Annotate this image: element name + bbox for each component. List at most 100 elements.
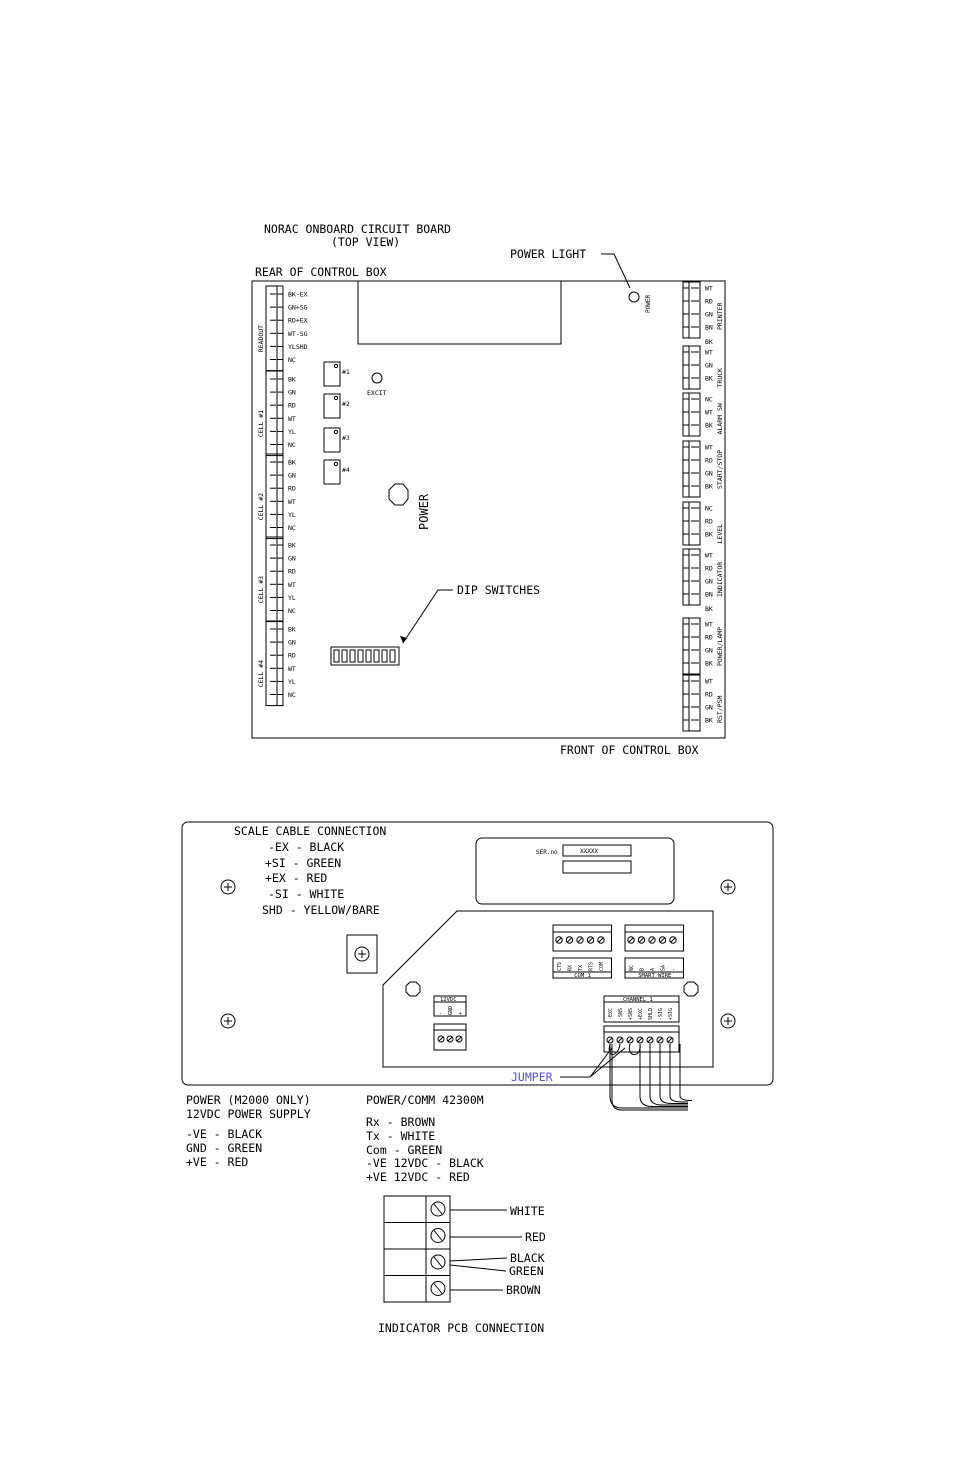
left-pin-label: WT [288,581,296,589]
terminal-pin-label: RTS [589,962,595,971]
terminal-screw-slot [657,1037,663,1043]
power-led [628,291,640,303]
power-light-label: POWER LIGHT [510,247,586,261]
right-pin-label: GN [705,311,713,319]
left-pin-label: RD [288,485,296,493]
terminal-pin-label: COM [599,962,605,971]
terminal-screw-slot [588,937,593,943]
right-pin-label: BK [705,422,713,430]
terminal-screw-slot [628,937,634,943]
left-connector-body [265,370,284,457]
power-light-leader [601,253,631,289]
channel-pin-label: +EXC [638,1008,644,1020]
terminal-screw [446,1035,454,1043]
left-pin-label: WT [288,498,296,506]
channel-pin-label: -EXC [608,1008,614,1020]
left-pin-label: YL [288,678,296,686]
channel-pin-label: +SIG [668,1008,674,1020]
left-connector-name: CELL #3 [257,576,265,603]
right-pin-label: WT [705,409,713,417]
terminal-screw-slot [627,1037,633,1043]
right-connector-body [682,617,701,675]
terminal-pin-label: B [640,968,646,971]
terminal-screw-slot [556,937,562,943]
right-pin-label: GN [705,704,713,712]
terminal-screw [637,936,646,944]
left-pin-label: RD+EX [288,317,308,325]
front-label: FRONT OF CONTROL BOX [560,743,699,757]
left-connector-body [265,536,284,623]
left-pin-label: YL [288,428,296,436]
right-connector-name: POWER/LAMP [716,627,724,666]
right-connector-name: TRUCK [716,368,724,388]
terminal-screw [597,936,605,944]
supply-terminal-body [433,1023,467,1051]
scale-line-1: -EX - BLACK [268,840,344,854]
right-pin-label: WT [705,349,713,357]
cable-wire [639,1044,688,1107]
terminal-screw [555,936,563,944]
right-pin-label: RD [705,565,713,573]
left-pin-label: RD [288,402,296,410]
channel-label-box [603,995,680,1023]
right-pin-label: GN [705,362,713,370]
screw-icon [220,1013,236,1029]
left-connector-body [265,285,284,372]
power-left-1: POWER (M2000 ONLY) [186,1093,311,1107]
right-pin-label: WT [705,621,713,629]
supply-pin-label: GND [448,1006,454,1015]
wire-brown: BROWN [506,1283,541,1297]
serial-box [562,844,632,857]
channel-pin-label: SHLD [648,1008,654,1020]
terminal-screw-slot [647,1037,653,1043]
board-chip-area [357,280,562,345]
dip-switches-label: DIP SWITCHES [457,583,540,597]
serial-label: SER.no [536,849,558,856]
left-pin-label: WT [288,665,296,673]
right-pin-label: BK [705,483,713,491]
terminal-screw [656,1036,664,1044]
ground-screw-icon [354,946,370,962]
serial-value: XXXXX [580,848,598,855]
terminal-screw [576,936,584,944]
terminal-screw [586,936,595,944]
right-connector-name: ALARM SW [716,403,724,434]
power-right-1: POWER/COMM 42300M [366,1093,484,1107]
left-pin-label: BK-EX [288,291,308,299]
power-led-label: POWER [645,295,652,313]
wire-green: GREEN [509,1264,544,1278]
chip-pin1-marker [333,363,339,369]
right-connector-name: RST/PSM [716,696,724,723]
indicator-screw-slot [433,1230,443,1241]
right-pin-label: WT [705,678,713,686]
scale-panel [181,821,774,1086]
power-vertical-label: POWER [417,493,431,530]
terminal-screw-slot [649,937,655,943]
left-connector-name: CELL #1 [257,410,265,437]
power-left-3: -VE - BLACK [186,1127,262,1141]
terminal-label: SMART WIRE [638,973,671,979]
terminal-screw [616,1036,624,1044]
dip-switch [365,649,372,663]
right-connector-body [682,345,701,390]
wire-white: WHITE [510,1204,545,1218]
terminal-screw [455,1035,463,1043]
cable-wire [609,1044,688,1109]
chip [323,427,341,453]
cable-wire [679,1044,693,1101]
right-pin-label: BK [705,717,713,725]
dip-switch [373,649,380,663]
indicator-terminals [384,1201,522,1296]
screw-icon [720,1013,736,1029]
terminal-screw-slot [607,1037,613,1043]
right-connector-body [682,674,701,732]
chip-label: #2 [342,400,350,408]
right-pin-extra: BK [705,605,713,613]
right-pin-label: NC [705,396,713,404]
left-pin-label: YL [288,511,296,519]
terminal-pin-label: A [650,968,656,971]
supply-pin-label: - [438,1012,444,1015]
